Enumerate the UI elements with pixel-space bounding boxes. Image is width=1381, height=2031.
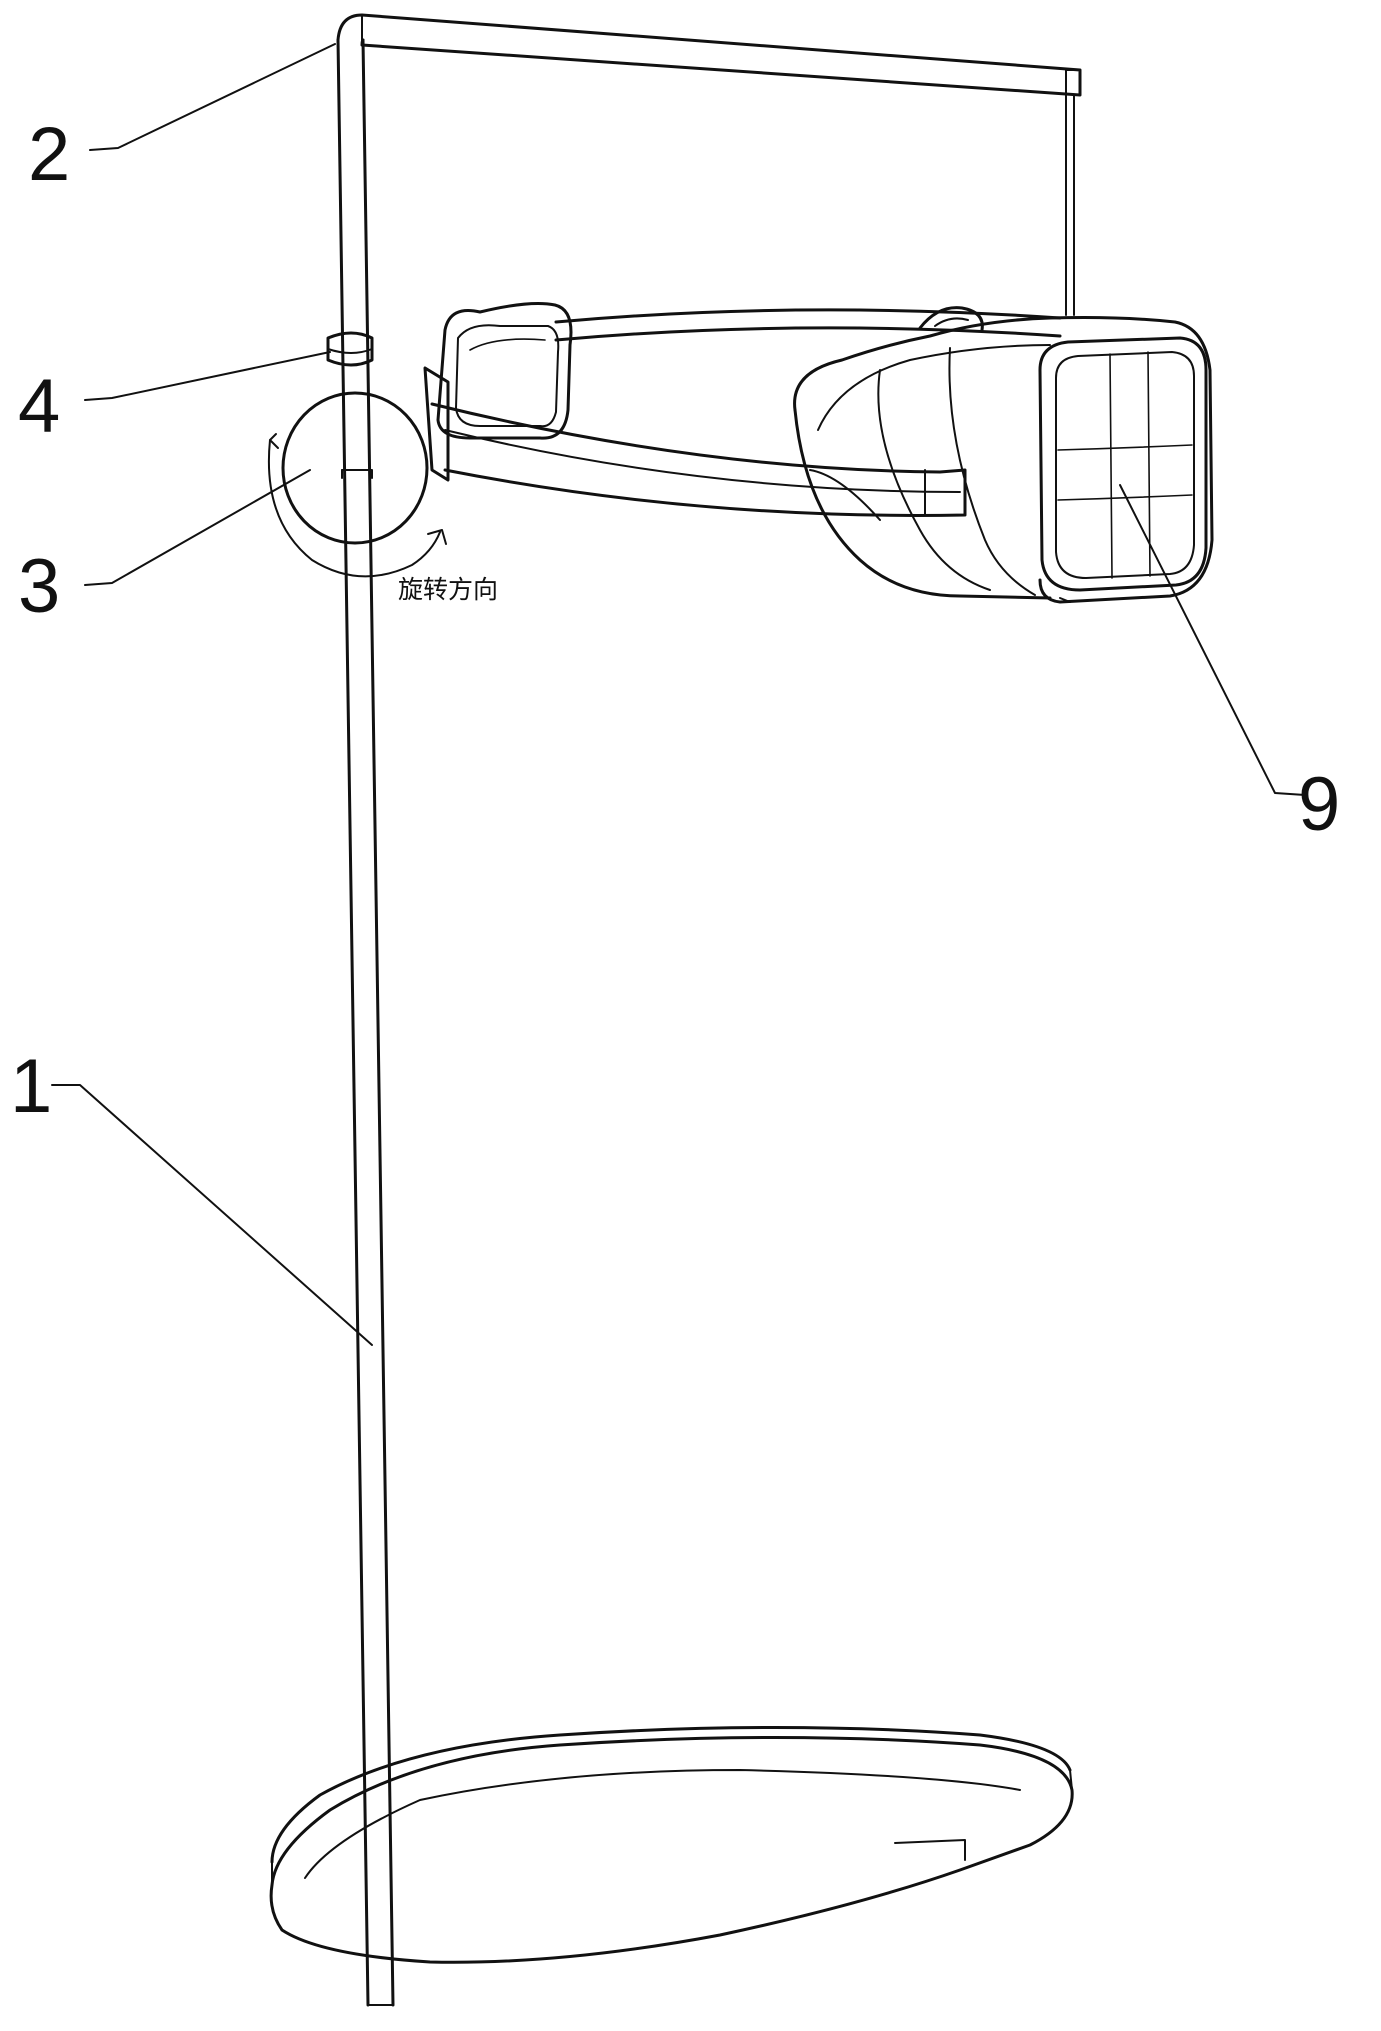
floor-base: [269, 1726, 1074, 1964]
label-clamp: 4: [18, 364, 60, 449]
rotation-direction-caption: 旋转方向: [398, 575, 498, 604]
label-arm: 2: [28, 112, 70, 197]
label-rotator: 3: [18, 544, 60, 629]
top-arm: [336, 13, 1082, 316]
vr-headset: [423, 302, 1214, 604]
label-stand: 1: [10, 1044, 52, 1129]
label-headset: 9: [1298, 762, 1340, 847]
rotating-disc: [267, 391, 447, 578]
clamp: [326, 331, 374, 367]
vertical-pole: [336, 38, 395, 2007]
leader-lines: [51, 43, 1306, 1346]
